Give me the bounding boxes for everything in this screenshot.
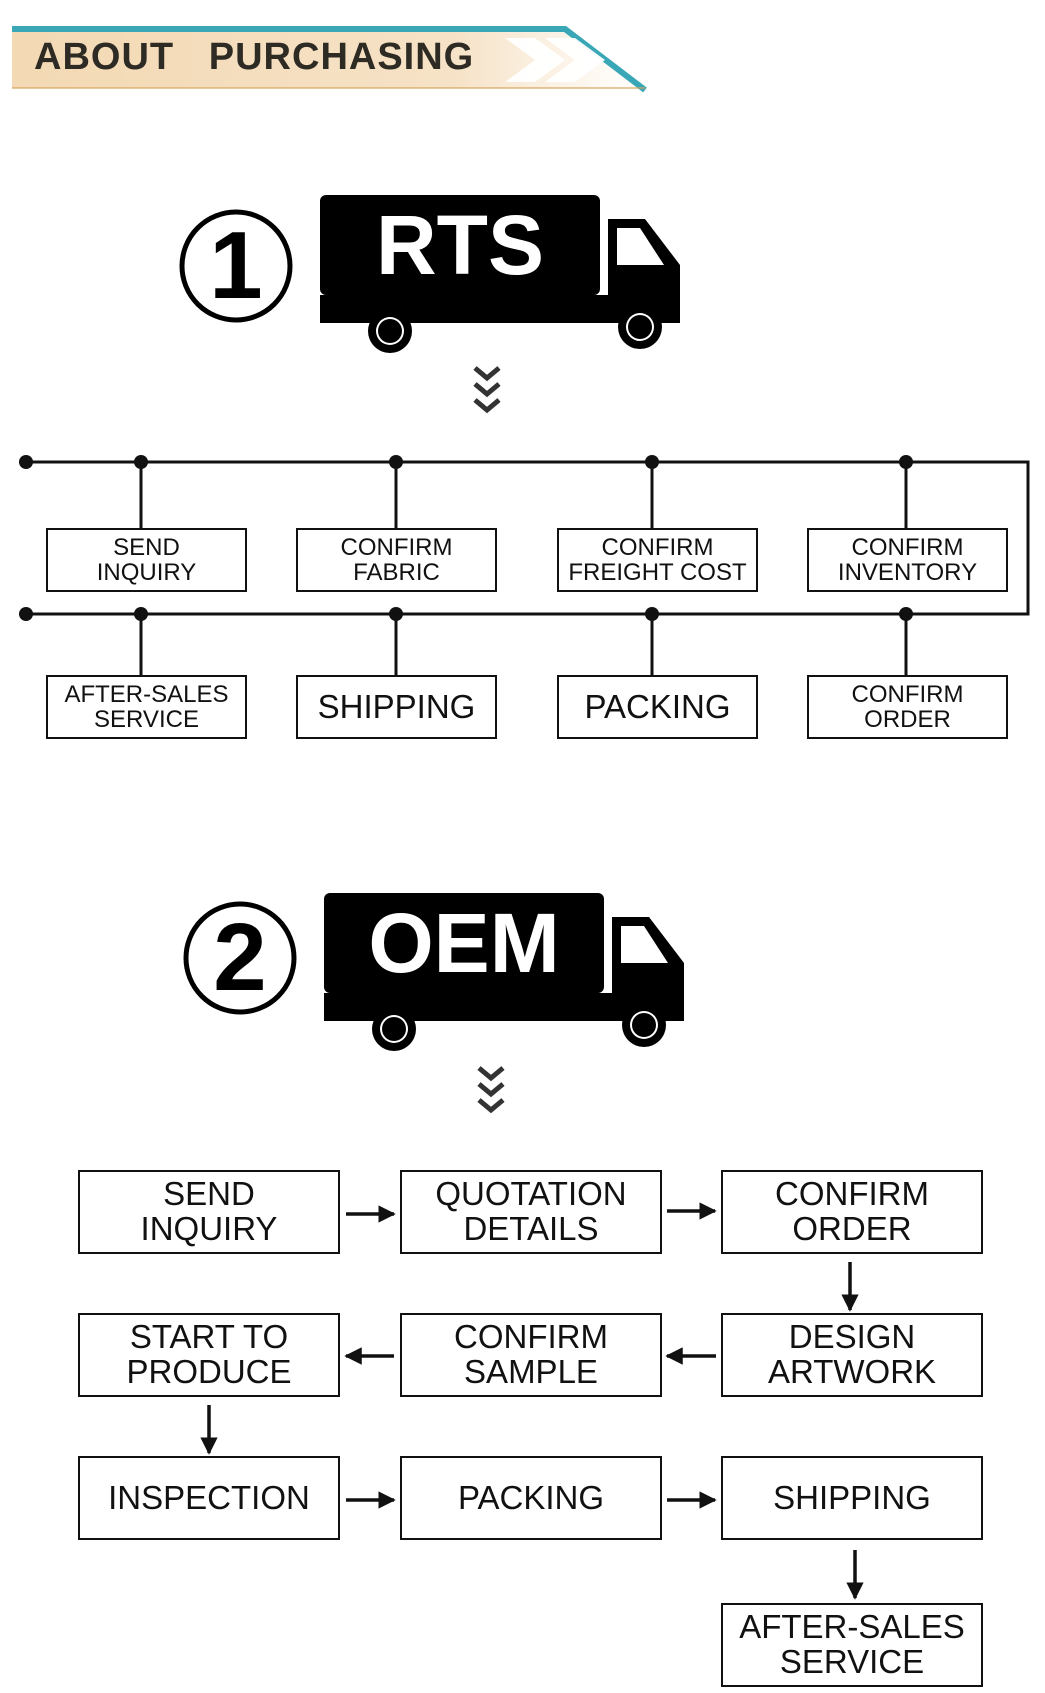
rts-flow-lines xyxy=(26,460,1030,675)
oem-flow-arrows xyxy=(200,1202,864,1600)
rts-step-shipping: SHIPPING xyxy=(296,675,497,739)
banner-title: ABOUT PURCHASING xyxy=(34,36,475,78)
truck-label: OEM xyxy=(368,895,560,990)
oem-step-start-to-produce: START TO PRODUCE xyxy=(78,1313,340,1397)
oem-step-confirm-order: CONFIRM ORDER xyxy=(721,1170,983,1254)
rts-step-confirm-freight-cost: CONFIRM FREIGHT COST xyxy=(557,528,758,592)
chevrons-down-icon xyxy=(479,1068,503,1110)
rts-step-confirm-fabric: CONFIRM FABRIC xyxy=(296,528,497,592)
step-number-circle xyxy=(179,209,293,323)
oem-step-confirm-sample: CONFIRM SAMPLE xyxy=(400,1313,662,1397)
chevron-arrows-icon xyxy=(505,38,605,82)
truck-label: RTS xyxy=(376,197,544,292)
oem-step-send-inquiry: SEND INQUIRY xyxy=(78,1170,340,1254)
oem-step-shipping: SHIPPING xyxy=(721,1456,983,1540)
rts-step-packing: PACKING xyxy=(557,675,758,739)
step-number-circle xyxy=(183,901,297,1015)
oem-step-design-artwork: DESIGN ARTWORK xyxy=(721,1313,983,1397)
rts-step-send-inquiry: SEND INQUIRY xyxy=(46,528,247,592)
oem-step-quotation-details: QUOTATION DETAILS xyxy=(400,1170,662,1254)
header-banner xyxy=(12,26,647,93)
oem-step-after-sales-service: AFTER-SALES SERVICE xyxy=(721,1603,983,1687)
rts-step-after-sales-service: AFTER-SALES SERVICE xyxy=(46,675,247,739)
step-number: 1 xyxy=(209,212,263,319)
rts-flow-dots xyxy=(19,455,913,621)
rts-step-confirm-inventory: CONFIRM INVENTORY xyxy=(807,528,1008,592)
rts-step-confirm-order: CONFIRM ORDER xyxy=(807,675,1008,739)
oem-step-inspection: INSPECTION xyxy=(78,1456,340,1540)
step-number: 2 xyxy=(213,904,267,1011)
oem-step-packing: PACKING xyxy=(400,1456,662,1540)
chevrons-down-icon xyxy=(475,368,499,410)
